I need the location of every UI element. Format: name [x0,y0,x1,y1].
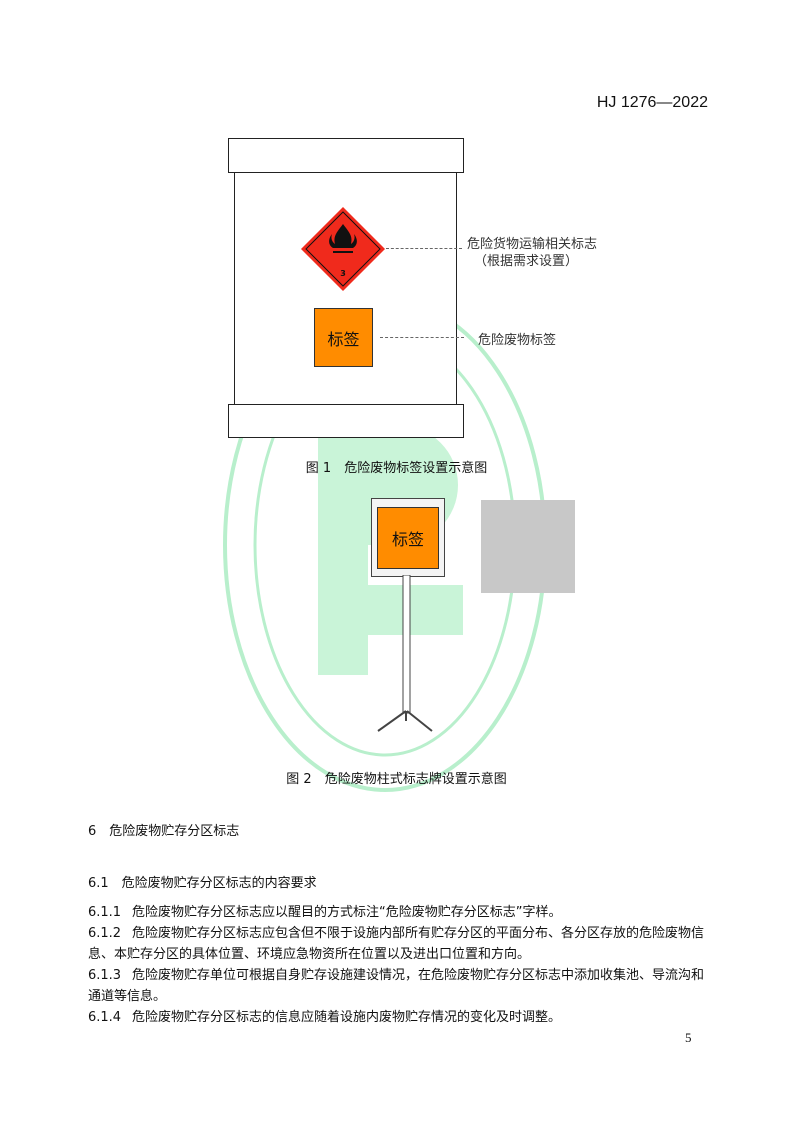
callout-transport-sign: 危险货物运输相关标志 [467,237,598,252]
gray-placeholder [481,500,575,593]
paragraph-text: 危险废物贮存分区标志的信息应随着设施内废物贮存情况的变化及时调整。 [132,1010,562,1025]
callout-waste-label: 危险废物标签 [478,333,557,348]
paragraph-number: 6.1.4 [88,1010,122,1025]
figure2-caption: 图 2 危险废物柱式标志牌设置示意图 [286,772,507,787]
paragraph-number: 6.1.3 [88,968,122,983]
container-base [228,404,464,438]
paragraph-text: 危险废物贮存分区标志应以醒目的方式标注“危险废物贮存分区标志”字样。 [132,905,562,920]
paragraph-number: 6.1.2 [88,926,122,941]
callout-transport-note: （根据需求设置） [474,254,579,269]
document-id: HJ 1276—2022 [596,94,708,111]
sign-post [377,575,433,732]
post-sign-label: 标签 [377,507,439,569]
container-lid [228,138,464,173]
hazardous-waste-label: 标签 [314,308,373,367]
diamond-class-number: 3 [340,269,346,278]
paragraph-number: 6.1.1 [88,905,122,920]
callout-line [380,337,464,338]
figure1-caption: 图 1 危险废物标签设置示意图 [305,461,488,476]
section-6-heading: 6 危险废物贮存分区标志 [88,824,240,839]
callout-line [386,248,462,249]
paragraph: 6.1.4 危险废物贮存分区标志的信息应随着设施内废物贮存情况的变化及时调整。 [88,1007,710,1028]
paragraph-text: 危险废物贮存分区标志应包含但不限于设施内部所有贮存分区的平面分布、各分区存放的危… [88,926,705,962]
page-number: 5 [685,1030,692,1045]
flammable-diamond-icon: 3 [301,207,385,291]
paragraph: 6.1.1 危险废物贮存分区标志应以醒目的方式标注“危险废物贮存分区标志”字样。 [88,902,710,923]
section-6-1-heading: 6.1 危险废物贮存分区标志的内容要求 [88,876,317,891]
paragraph-text: 危险废物贮存单位可根据自身贮存设施建设情况，在危险废物贮存分区标志中添加收集池、… [88,968,705,1004]
